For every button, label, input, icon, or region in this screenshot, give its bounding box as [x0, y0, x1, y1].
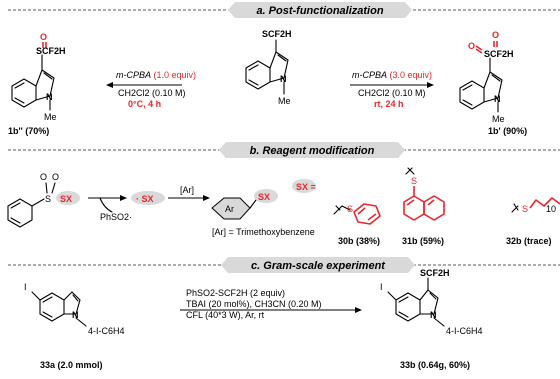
substrate-label-33a: 33a (2.0 mmol): [40, 360, 103, 370]
product-label-33b: 33b (0.64g, 60%): [400, 360, 470, 370]
sulfur-atom-30b: S: [347, 204, 353, 214]
sulfur-atom-32b: S: [522, 204, 528, 214]
condition-left: 0°C, 4 h: [128, 99, 161, 109]
me-label-left: Me: [44, 112, 57, 122]
solvent-right: CH2Cl2 (0.10 M): [358, 88, 426, 98]
n-atom-left: N: [46, 92, 53, 102]
oxygen-b-2: O: [52, 172, 59, 182]
sulfone-oxygen-left: O: [468, 41, 475, 51]
section-a-title: a. Post-functionalization: [256, 5, 383, 17]
n-atom-center: N: [280, 74, 287, 84]
scf2h-group-33b: SCF2H: [420, 268, 450, 278]
section-c-header: c. Gram-scale experiment: [8, 257, 560, 273]
phenylthio-structure-30b: [333, 203, 381, 225]
sx-radical: · SX: [136, 194, 154, 204]
product-label-1b-prime: 1b' (90%): [488, 126, 527, 136]
sx-group-reagent: SX: [60, 194, 72, 204]
ar-definition: [Ar] = Trimethoxybenzene: [212, 227, 315, 237]
reagent-ar: [Ar]: [180, 185, 194, 195]
ar-label: Ar: [225, 204, 234, 214]
indole-structure-1b-double-prime: [11, 54, 55, 111]
sx-highlight-product: [254, 189, 278, 203]
product-30b: 30b (38%): [338, 236, 380, 246]
section-b-title: b. Reagent modification: [250, 145, 375, 157]
section-b-header: b. Reagent modification: [8, 142, 560, 158]
catalyst-line-c: TBAI (20 mol%), CH3CN (0.20 M): [186, 299, 322, 309]
sulfur-atom-31b: S: [411, 176, 417, 186]
sx-highlight-reagent: [56, 191, 80, 205]
product-label-1b-double-prime: 1b'' (70%): [8, 126, 49, 136]
section-c-title: c. Gram-scale experiment: [251, 260, 386, 272]
reagent-left: m-CPBA (1.0 equiv): [116, 70, 196, 80]
scf2h-group-center: SCF2H: [262, 29, 292, 39]
solvent-left: CH2Cl2 (0.10 M): [118, 88, 186, 98]
reagent-line-c: PhSO2-SCF2H (2 equiv): [186, 288, 285, 298]
indole-structure-33b: [387, 277, 445, 327]
me-label-center: Me: [278, 96, 291, 106]
sulfone-oxygen-top: O: [492, 30, 499, 40]
sulfur-atom-b: S: [45, 194, 51, 204]
n-atom-33b: N: [430, 310, 437, 320]
leaving-group-phso2: PhSO2·: [100, 212, 132, 222]
n-atom-33a: N: [72, 310, 79, 320]
chain-subscript: 10: [546, 204, 556, 214]
reagent-right: m-CPBA (3.0 equiv): [352, 70, 432, 80]
me-label-right: Me: [492, 114, 505, 124]
oxygen-b-1: O: [40, 172, 47, 182]
phenylsulfonyl-structure: [7, 198, 45, 228]
n-atom-right: N: [494, 94, 501, 104]
section-a-header: a. Post-functionalization: [8, 2, 560, 18]
naphthylthio-structure-31b: [403, 167, 445, 221]
sx-highlight-legend: [292, 179, 316, 193]
indole-structure-33a: [31, 291, 87, 327]
sx-equals: SX =: [296, 182, 316, 192]
sx-group-product: SX: [258, 192, 270, 202]
alkylthio-structure-32b: [511, 197, 560, 213]
iodine-atom-33b: I: [380, 282, 383, 292]
aryl-chain-33a: 4-I-C6H4: [88, 326, 125, 336]
light-line-c: CFL (40*3 W), Ar, rt: [186, 310, 265, 320]
scf2h-group-right: SCF2H: [484, 49, 514, 59]
iodine-atom-33a: I: [24, 282, 27, 292]
scf2h-group-left: SCF2H: [36, 46, 66, 56]
aryl-chain-33b: 4-I-C6H4: [446, 326, 483, 336]
curved-arrow-leaving: [99, 197, 113, 213]
condition-right: rt, 24 h: [374, 99, 404, 109]
indole-structure-1b-prime: [459, 57, 503, 113]
product-32b: 32b (trace): [506, 236, 552, 246]
indole-structure-substrate: [245, 39, 289, 95]
sulfoxide-oxygen: O: [40, 32, 47, 42]
product-31b: 31b (59%): [402, 236, 444, 246]
radical-highlight: [131, 191, 165, 205]
